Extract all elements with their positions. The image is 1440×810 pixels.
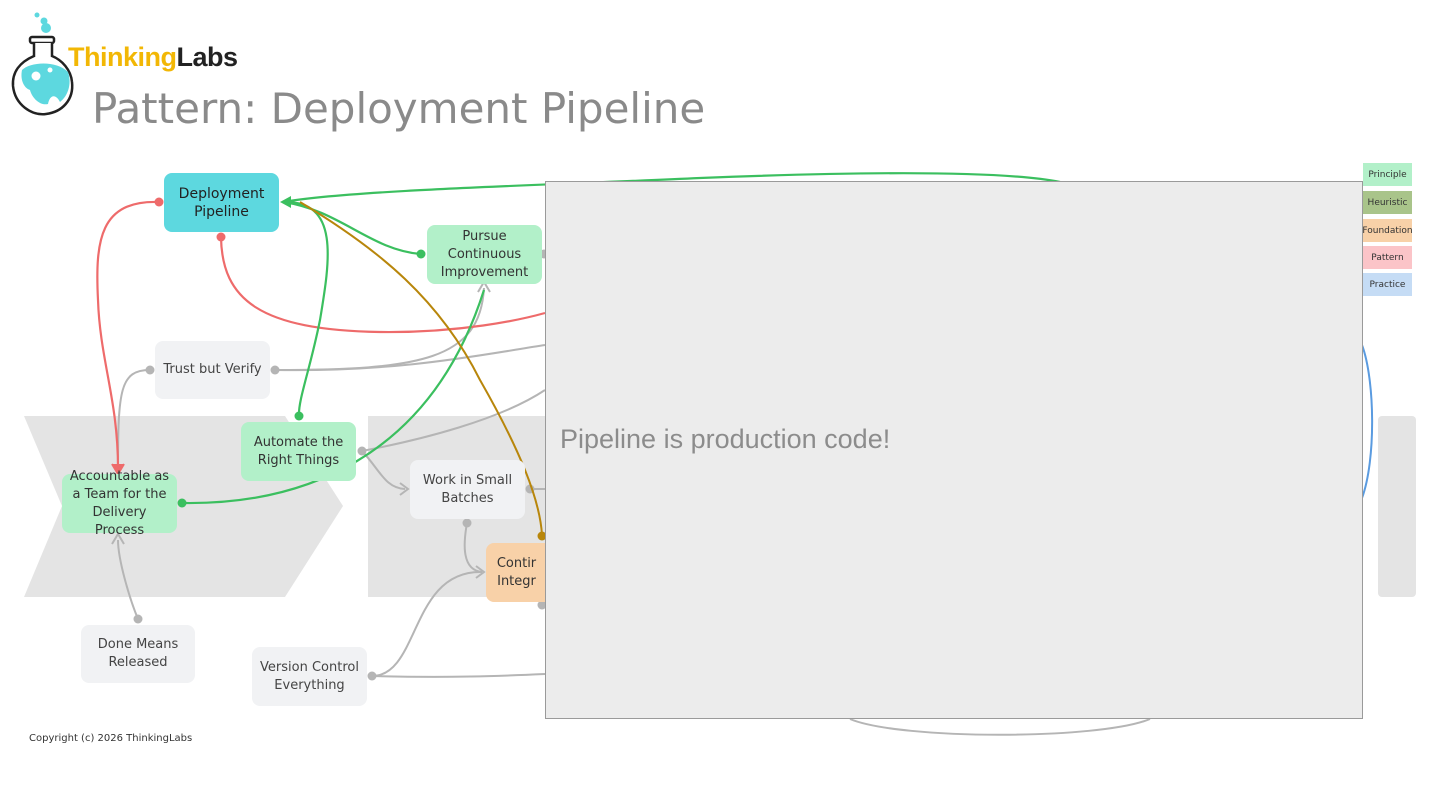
green-edge-dots bbox=[177, 249, 426, 508]
legend-practice: Practice bbox=[1363, 273, 1412, 296]
logo-word-thinking: Thinking bbox=[68, 42, 177, 72]
logo-wordmark: ThinkingLabs bbox=[68, 42, 238, 73]
legend-principle: Principle bbox=[1363, 163, 1412, 186]
node-deployment-pipeline[interactable]: Deployment Pipeline bbox=[164, 173, 279, 232]
blue-edge bbox=[1361, 344, 1374, 499]
thinkinglabs-logo: ThinkingLabs bbox=[10, 10, 238, 120]
gold-edge bbox=[299, 201, 543, 536]
overlay-panel: Pipeline is production code! bbox=[545, 181, 1363, 719]
red-edges bbox=[96, 200, 546, 469]
stage-band-4 bbox=[1378, 416, 1416, 597]
node-version-control-everything[interactable]: Version Control Everything bbox=[252, 647, 367, 706]
node-trust-but-verify[interactable]: Trust but Verify bbox=[155, 341, 270, 399]
page-title: Pattern: Deployment Pipeline bbox=[92, 84, 706, 133]
copyright-notice: Copyright (c) 2026 ThinkingLabs bbox=[29, 733, 193, 744]
node-pursue-continuous-improvement[interactable]: Pursue Continuous Improvement bbox=[427, 225, 542, 284]
node-continuous-integration[interactable]: Contir Integr bbox=[486, 543, 545, 602]
legend-heuristic: Heuristic bbox=[1363, 191, 1412, 214]
node-accountable-as-a-team[interactable]: Accountable as a Team for the Delivery P… bbox=[62, 469, 177, 538]
node-automate-the-right-things[interactable]: Automate the Right Things bbox=[241, 422, 356, 481]
logo-word-labs: Labs bbox=[176, 42, 238, 72]
flask-icon bbox=[11, 12, 74, 116]
node-work-in-small-batches[interactable]: Work in Small Batches bbox=[410, 460, 525, 519]
legend-pattern: Pattern bbox=[1363, 246, 1412, 269]
node-done-means-released[interactable]: Done Means Released bbox=[81, 625, 195, 683]
overlay-text: Pipeline is production code! bbox=[560, 424, 891, 454]
legend-foundation: Foundation bbox=[1362, 219, 1413, 242]
